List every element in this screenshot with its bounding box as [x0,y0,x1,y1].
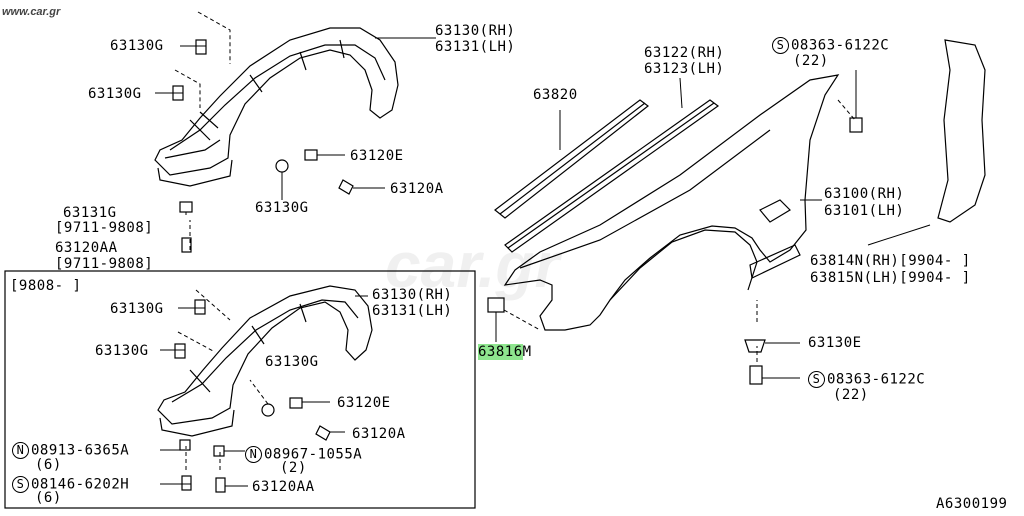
label-63130e: 63130E [808,335,862,351]
label-63100rh: 63100(RH) [824,186,905,202]
s-symbol: S [808,371,825,388]
label-63131g: 63131G [63,205,117,221]
fender-panel [503,74,840,331]
inset-label-63130g-a: 63130G [110,301,164,317]
label-63130g-b: 63130G [88,86,142,102]
label-63120a: 63120A [390,181,444,197]
inset-label-63120aa: 63120AA [252,479,315,495]
label-qty-22-bottom: (22) [833,387,869,403]
label-63130g-a: 63130G [110,38,164,54]
inset-label-63120e: 63120E [337,395,391,411]
label-63120aa: 63120AA [55,240,118,256]
label-63814n: 63814N(RH)[9904- ] [810,253,971,269]
molding-63122 [504,99,720,253]
mud-flap [937,39,986,223]
label-date-9711-a: [9711-9808] [55,220,154,236]
inset-label-63130g-c: 63130G [265,354,319,370]
label-63130g-c: 63130G [255,200,309,216]
label-63123lh: 63123(LH) [644,61,725,77]
inset-label-qty-6-a: (6) [35,457,62,473]
fender-liner-top [154,27,399,187]
label-63101lh: 63101(LH) [824,203,905,219]
watermark-center: car.gr [385,229,560,301]
molding-63820 [494,99,649,219]
n-symbol: N [245,446,262,463]
inset-label-qty-2: (2) [280,460,307,476]
label-63130rh: 63130(RH) [435,23,516,39]
inset-label-63131lh: 63131(LH) [372,303,453,319]
label-date-9711-b: [9711-9808] [55,256,154,272]
label-63815n: 63815N(LH)[9904- ] [810,270,971,286]
inset-label-63120a: 63120A [352,426,406,442]
watermark-text: www.car.gr [2,6,61,18]
label-qty-22-top: (22) [793,53,829,69]
s-symbol: S [12,476,29,493]
inset-date-range: [9808- ] [10,278,82,294]
inset-label-qty-6-b: (6) [35,490,62,506]
inset-label-63130g-b: 63130G [95,343,149,359]
n-symbol: N [12,442,29,459]
label-63131lh: 63131(LH) [435,39,516,55]
diagram-code: A6300199 [936,496,1008,512]
inset-frame [4,270,476,509]
label-63122rh: 63122(RH) [644,45,725,61]
label-63820: 63820 [533,87,578,103]
label-63816m: 63816M [478,344,532,360]
label-63120e: 63120E [350,148,404,164]
s-symbol: S [772,37,789,54]
fender-liner-inset [157,285,373,437]
inset-label-63130rh: 63130(RH) [372,287,453,303]
